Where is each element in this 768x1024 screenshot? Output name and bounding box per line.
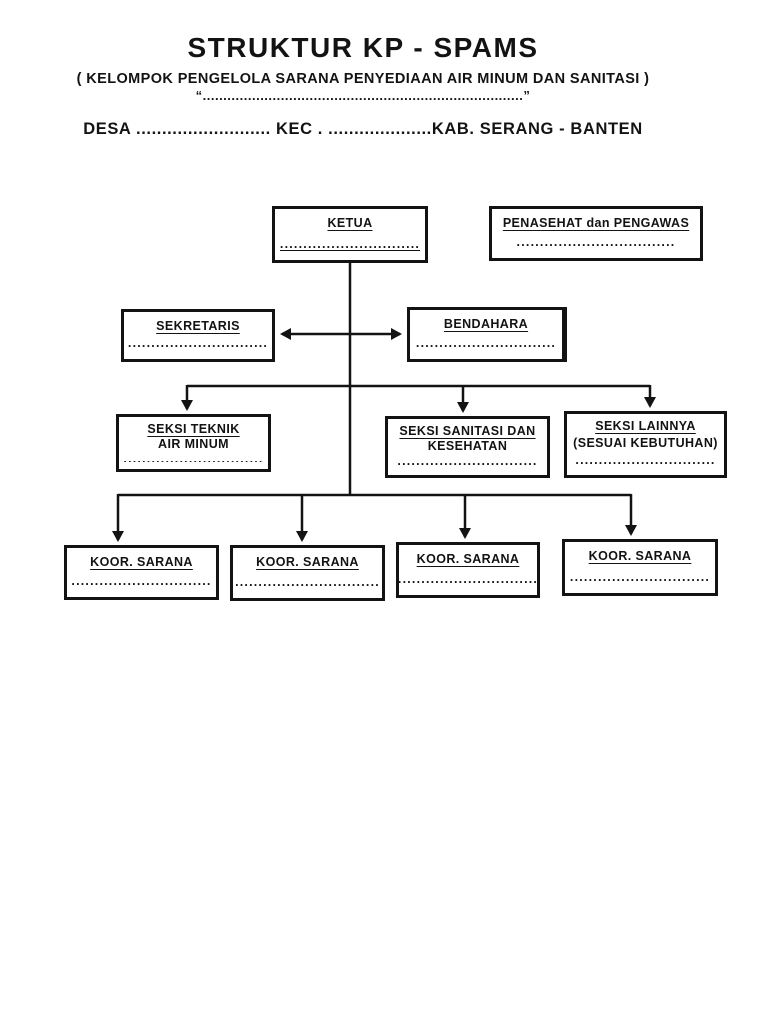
name-blank-line: .............................. [127,336,269,350]
org-node-seksi-sanitasi-kesehatan: SEKSI SANITASI DAN KESEHATAN ...........… [385,416,550,478]
org-node-seksi-lainnya: SEKSI LAINNYA (SESUAI KEBUTUHAN) .......… [564,411,727,478]
name-blank-line: .............................. [575,453,716,467]
org-node-title: KOOR. SARANA [256,555,359,569]
org-node-koor-sarana-4: KOOR. SARANA ...........................… [562,539,718,596]
group-name-blank-line: “.......................................… [195,88,531,103]
name-blank-line: ............................... [235,575,380,589]
org-node-subtitle: (SESUAI KEBUTUHAN) [573,436,718,450]
org-node-title: SEKSI SANITASI DAN [399,424,536,438]
name-blank-line: .............................. [415,336,557,350]
page-subtitle: ( KELOMPOK PENGELOLA SARANA PENYEDIAAN A… [76,71,650,87]
org-node-title: KOOR. SARANA [588,549,692,563]
org-node-koor-sarana-1: KOOR. SARANA ...........................… [64,545,219,600]
org-node-title: KETUA [327,216,373,230]
name-blank-line: .............................. [397,572,539,586]
location-line: DESA .......................... KEC . ..… [83,120,643,138]
org-node-title: SEKSI TEKNIK [147,422,240,436]
org-node-ketua: KETUA .............................. [272,206,428,263]
org-node-subtitle: KESEHATAN [427,439,508,453]
name-blank-line: .............................. [71,574,212,588]
org-node-title: BENDAHARA [443,317,529,331]
name-blank-line: .............................. [279,237,421,251]
name-blank-line: .............................. [397,454,538,468]
org-node-penasehat-pengawas: PENASEHAT dan PENGAWAS .................… [489,206,703,261]
org-node-title: SEKRETARIS [156,319,240,333]
org-node-seksi-teknik-air-minum: SEKSI TEKNIK AIR MINUM .................… [116,414,271,472]
org-node-bendahara: BENDAHARA .............................. [407,307,567,362]
org-node-koor-sarana-2: KOOR. SARANA ...........................… [230,545,385,601]
org-node-subtitle: AIR MINUM [158,437,229,451]
org-node-title: PENASEHAT dan PENGAWAS [502,216,690,230]
name-blank-line: .................................. [516,235,676,249]
org-node-koor-sarana-3: KOOR. SARANA ...........................… [396,542,540,598]
org-node-title: KOOR. SARANA [90,555,193,569]
name-blank-line: .............................. [569,570,711,584]
name-blank-line: .............................. [123,452,264,462]
org-node-title: SEKSI LAINNYA [595,419,696,433]
page-title: STRUKTUR KP - SPAMS [187,32,539,63]
document-header: STRUKTUR KP - SPAMS ( KELOMPOK PENGELOLA… [0,32,726,139]
org-node-sekretaris: SEKRETARIS .............................… [121,309,275,362]
org-node-title: KOOR. SARANA [416,552,520,566]
